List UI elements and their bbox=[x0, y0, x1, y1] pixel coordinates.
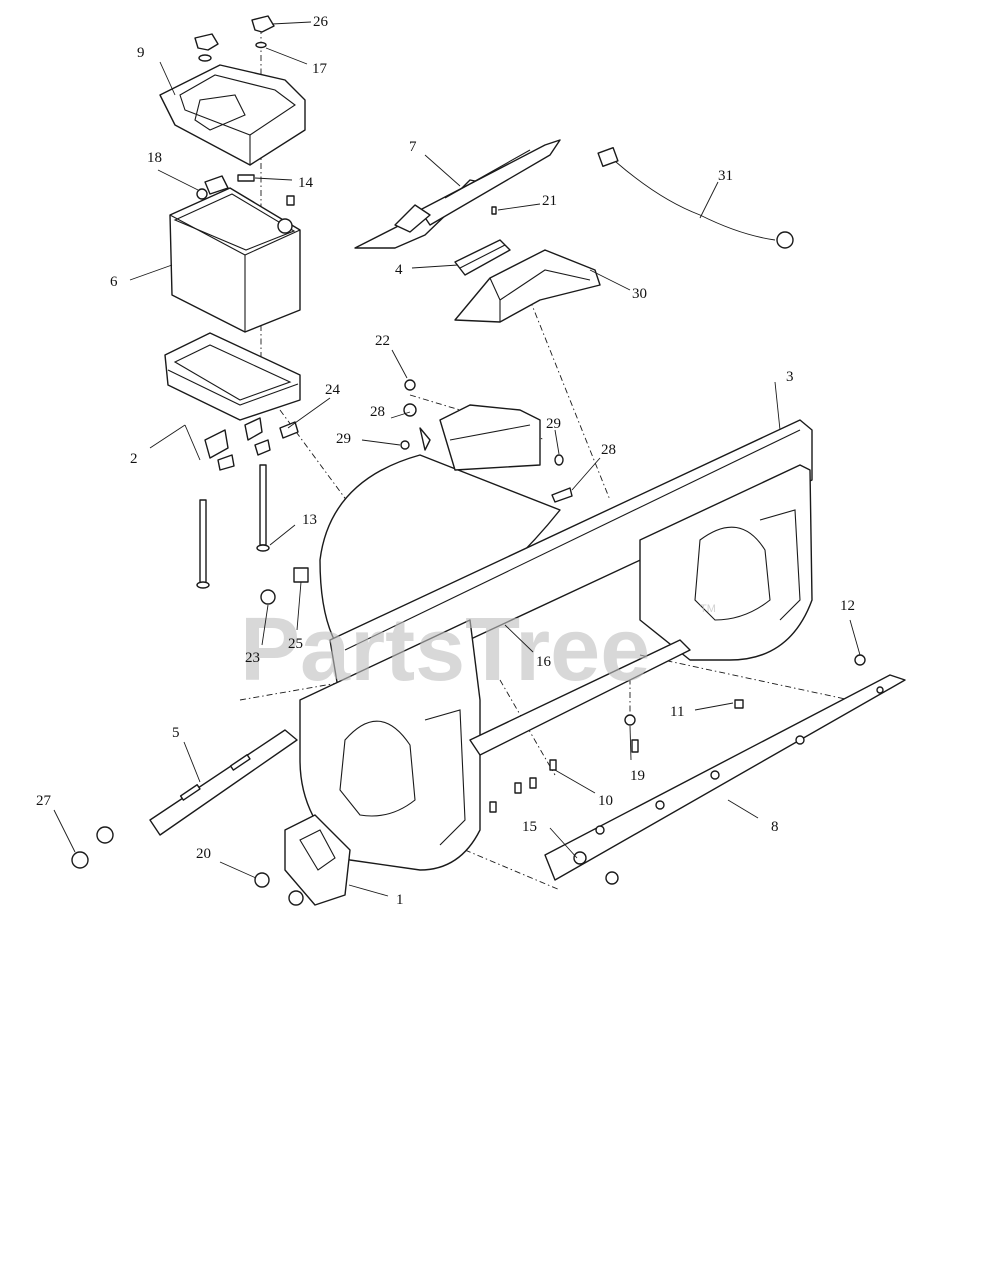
callout-23: 23 bbox=[245, 650, 260, 666]
callout-14: 14 bbox=[298, 175, 314, 191]
callout-2: 2 bbox=[130, 451, 138, 467]
callout-labels: 1 2 3 4 5 6 7 8 9 10 11 12 13 14 15 16 1… bbox=[36, 14, 855, 908]
callout-8: 8 bbox=[771, 819, 779, 835]
hardware-clips bbox=[217, 421, 299, 471]
auger-housing bbox=[299, 404, 813, 871]
crank-bracket bbox=[454, 239, 511, 276]
callout-11: 11 bbox=[670, 704, 684, 720]
chute-crank bbox=[354, 139, 561, 249]
callout-15: 15 bbox=[522, 819, 537, 835]
callout-28a: 28 bbox=[370, 404, 385, 420]
callout-9: 9 bbox=[137, 45, 145, 61]
callout-7: 7 bbox=[409, 139, 417, 155]
callout-30: 30 bbox=[632, 286, 647, 302]
battery-terminal-bolt bbox=[237, 174, 295, 206]
callout-19: 19 bbox=[630, 768, 645, 784]
cover-knob-top bbox=[251, 15, 275, 49]
callout-28b: 28 bbox=[601, 442, 616, 458]
chute-handle-cover bbox=[454, 249, 601, 323]
callout-22: 22 bbox=[375, 333, 390, 349]
battery-tray bbox=[164, 332, 301, 459]
callout-16: 16 bbox=[536, 654, 552, 670]
callout-24: 24 bbox=[325, 382, 341, 398]
callout-29a: 29 bbox=[336, 431, 351, 447]
callout-20: 20 bbox=[196, 846, 211, 862]
callout-25: 25 bbox=[288, 636, 303, 652]
callout-17: 17 bbox=[312, 61, 328, 77]
skid-shoe bbox=[284, 814, 351, 906]
leader-lines bbox=[53, 21, 861, 897]
cover-knob-left bbox=[194, 33, 219, 62]
callout-3: 3 bbox=[786, 369, 794, 385]
callout-13: 13 bbox=[302, 512, 317, 528]
shave-plate bbox=[149, 729, 298, 836]
callout-26: 26 bbox=[313, 14, 329, 30]
battery bbox=[169, 175, 301, 333]
watermark-trademark: TM bbox=[700, 603, 716, 615]
tie-rods bbox=[196, 464, 270, 589]
callout-21: 21 bbox=[542, 193, 557, 209]
battery-cover bbox=[159, 64, 306, 166]
callout-27: 27 bbox=[36, 793, 52, 809]
callout-4: 4 bbox=[395, 262, 403, 278]
hardware-nuts-bolts bbox=[71, 654, 866, 906]
watermark-text: PartsTree bbox=[240, 600, 650, 700]
callout-1: 1 bbox=[396, 892, 404, 908]
callout-29b: 29 bbox=[546, 416, 561, 432]
callout-31: 31 bbox=[718, 168, 733, 184]
scraper-bar bbox=[544, 674, 906, 881]
callout-18: 18 bbox=[147, 150, 162, 166]
callout-10: 10 bbox=[598, 793, 613, 809]
callout-5: 5 bbox=[172, 725, 180, 741]
callout-6: 6 bbox=[110, 274, 118, 290]
wire-harness bbox=[597, 146, 794, 249]
callout-12: 12 bbox=[840, 598, 855, 614]
chute-hardware bbox=[400, 206, 573, 503]
